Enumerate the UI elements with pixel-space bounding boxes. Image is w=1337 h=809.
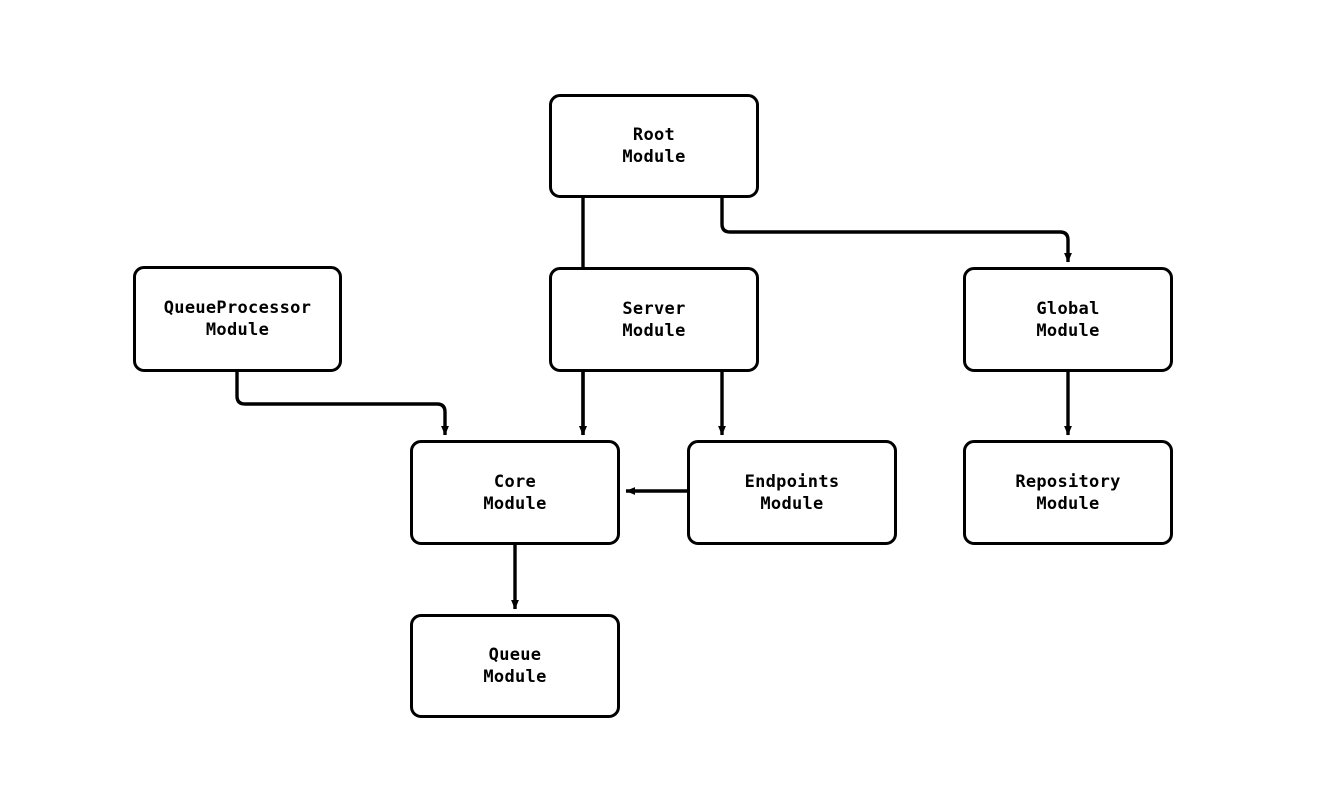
node-core-module-label: Core Module — [483, 471, 547, 514]
node-repository-module-label: Repository Module — [1015, 471, 1121, 514]
edge-root-global — [720, 198, 1072, 263]
node-root-module-label: Root Module — [622, 125, 686, 167]
node-endpoints-module-label: Endpoints Module — [744, 471, 840, 514]
node-queue-module-label: Queue Module — [483, 645, 547, 687]
node-server-module-label: Server Module — [622, 298, 686, 341]
node-endpoints-module[interactable]: Endpoints Module — [687, 440, 897, 545]
edge-queueprocessor-core — [235, 372, 449, 436]
node-repository-module[interactable]: Repository Module — [963, 440, 1173, 545]
node-queueprocessor-module[interactable]: QueueProcessor Module — [133, 266, 342, 372]
node-global-module[interactable]: Global Module — [963, 267, 1173, 372]
node-root-module[interactable]: Root Module — [549, 94, 759, 198]
node-global-module-label: Global Module — [1036, 298, 1100, 341]
node-server-module[interactable]: Server Module — [549, 267, 759, 372]
node-queueprocessor-module-label: QueueProcessor Module — [163, 298, 312, 340]
node-queue-module[interactable]: Queue Module — [410, 614, 620, 718]
node-core-module[interactable]: Core Module — [410, 440, 620, 545]
